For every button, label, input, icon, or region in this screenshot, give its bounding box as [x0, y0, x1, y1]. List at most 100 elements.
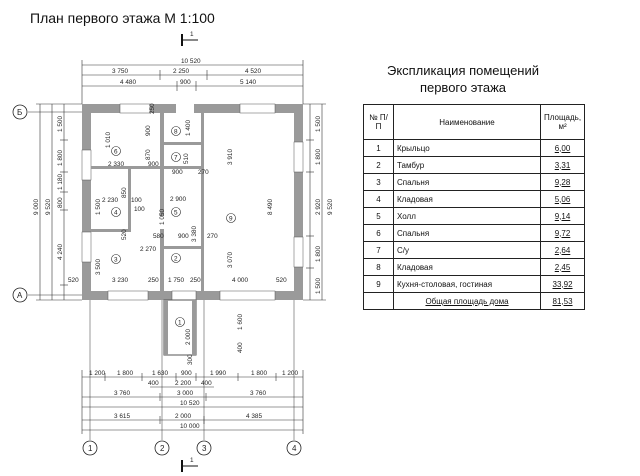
svg-text:580: 580	[153, 233, 164, 240]
right-dim-5: 1 800	[315, 246, 322, 262]
header-area-unit: м²	[558, 122, 567, 131]
svg-text:900: 900	[145, 125, 152, 136]
header-area-label: Площадь,	[544, 113, 582, 122]
svg-text:2 230: 2 230	[102, 197, 118, 204]
svg-text:870: 870	[145, 149, 152, 160]
row-name: Холл	[393, 207, 541, 225]
outer-walls	[81, 103, 304, 301]
room-markers: 1 2 3 4 5 6 7 8 9	[111, 126, 236, 327]
top-dim-7: 5 140	[240, 79, 256, 86]
left-dim-8: 520	[68, 277, 79, 284]
row-area: 3,31	[539, 156, 586, 174]
right-dim-3: 2 920	[315, 199, 322, 215]
svg-text:1 800: 1 800	[251, 370, 267, 377]
right-dim-4: 9 520	[327, 199, 334, 215]
svg-text:270: 270	[207, 233, 218, 240]
bottom-dimension-lines	[81, 370, 304, 434]
axis-3: 3	[202, 444, 207, 453]
inner-walls	[91, 104, 204, 291]
svg-text:3 230: 3 230	[112, 277, 128, 284]
room-marker-2: 2	[174, 256, 178, 263]
svg-text:850: 850	[121, 187, 128, 198]
row-area: 5,06	[539, 190, 586, 208]
row-no: 7	[363, 241, 394, 259]
row-name: Крыльцо	[393, 139, 541, 157]
room-marker-8: 8	[174, 129, 178, 136]
svg-text:3 000: 3 000	[177, 390, 193, 397]
svg-text:4 000: 4 000	[232, 277, 248, 284]
row-area: 33,92	[539, 275, 586, 293]
table-total-row: Общая площадь дома 81,53	[363, 292, 586, 310]
svg-text:100: 100	[131, 197, 142, 204]
section-label-top: 1	[190, 31, 194, 38]
svg-text:1 800: 1 800	[117, 370, 133, 377]
table-header-row: № П/П Наименование Площадь, м²	[363, 104, 586, 140]
left-dim-3: 1 500	[57, 116, 64, 132]
svg-text:3 910: 3 910	[227, 149, 234, 165]
svg-text:100: 100	[134, 206, 145, 213]
section-mark-bottom: 1	[181, 457, 198, 472]
explication-title-line1: Экспликация помещений	[386, 63, 540, 78]
top-dim-3: 2 250	[173, 68, 189, 75]
top-dim-2: 3 750	[112, 68, 128, 75]
svg-text:10 000: 10 000	[180, 423, 200, 430]
left-dim-2: 9 520	[45, 199, 52, 215]
header-area: Площадь, м²	[539, 104, 586, 140]
right-dimension-lines	[303, 103, 326, 301]
header-name: Наименование	[393, 104, 541, 140]
inner-dimension-labels: 2 330 900 870 510 900 270 1 010 2 230 10…	[95, 103, 287, 365]
row-name: Спальня	[393, 173, 541, 191]
axis-1: 1	[88, 444, 93, 453]
svg-text:1 750: 1 750	[168, 277, 184, 284]
svg-text:300: 300	[187, 354, 194, 365]
axis-b: Б	[17, 108, 22, 117]
porch	[163, 299, 197, 356]
svg-text:520: 520	[276, 277, 287, 284]
row-no: 5	[363, 207, 394, 225]
svg-text:3 380: 3 380	[191, 226, 198, 242]
svg-text:400: 400	[237, 342, 244, 353]
row-area: 9,28	[539, 173, 586, 191]
left-dimension-lines	[36, 103, 82, 301]
header-no: № П/П	[363, 104, 394, 140]
row-name: Спальня	[393, 224, 541, 242]
row-no: 3	[363, 173, 394, 191]
explication-title: Экспликация помещений первого этажа	[368, 62, 558, 96]
row-no: 6	[363, 224, 394, 242]
room-marker-3: 3	[114, 257, 118, 264]
svg-text:3 760: 3 760	[250, 390, 266, 397]
top-dimension-lines	[81, 60, 304, 104]
row-area: 2,45	[539, 258, 586, 276]
svg-text:10 520: 10 520	[180, 400, 200, 407]
row-no: 8	[363, 258, 394, 276]
svg-text:520: 520	[121, 229, 128, 240]
svg-text:250: 250	[190, 277, 201, 284]
svg-text:270: 270	[198, 169, 209, 176]
axis-2: 2	[160, 444, 165, 453]
svg-text:1 010: 1 010	[105, 132, 112, 148]
section-mark-top: 1	[181, 31, 198, 46]
section-label-bottom: 1	[190, 457, 194, 464]
row-name: Кухня-столовая, гостиная	[393, 275, 541, 293]
svg-text:2 000: 2 000	[175, 413, 191, 420]
row-no: 1	[363, 139, 394, 157]
svg-text:2 270: 2 270	[140, 246, 156, 253]
room-marker-4: 4	[114, 210, 118, 217]
plan-title: План первого этажа М 1:100	[30, 10, 215, 26]
axis-a: А	[17, 291, 23, 300]
svg-text:250: 250	[149, 103, 156, 114]
room-marker-7: 7	[174, 155, 178, 162]
room-marker-9: 9	[229, 216, 233, 223]
room-marker-6: 6	[114, 149, 118, 156]
right-dim-1: 1 500	[315, 116, 322, 132]
row-no: 4	[363, 190, 394, 208]
row-area: 9,14	[539, 207, 586, 225]
